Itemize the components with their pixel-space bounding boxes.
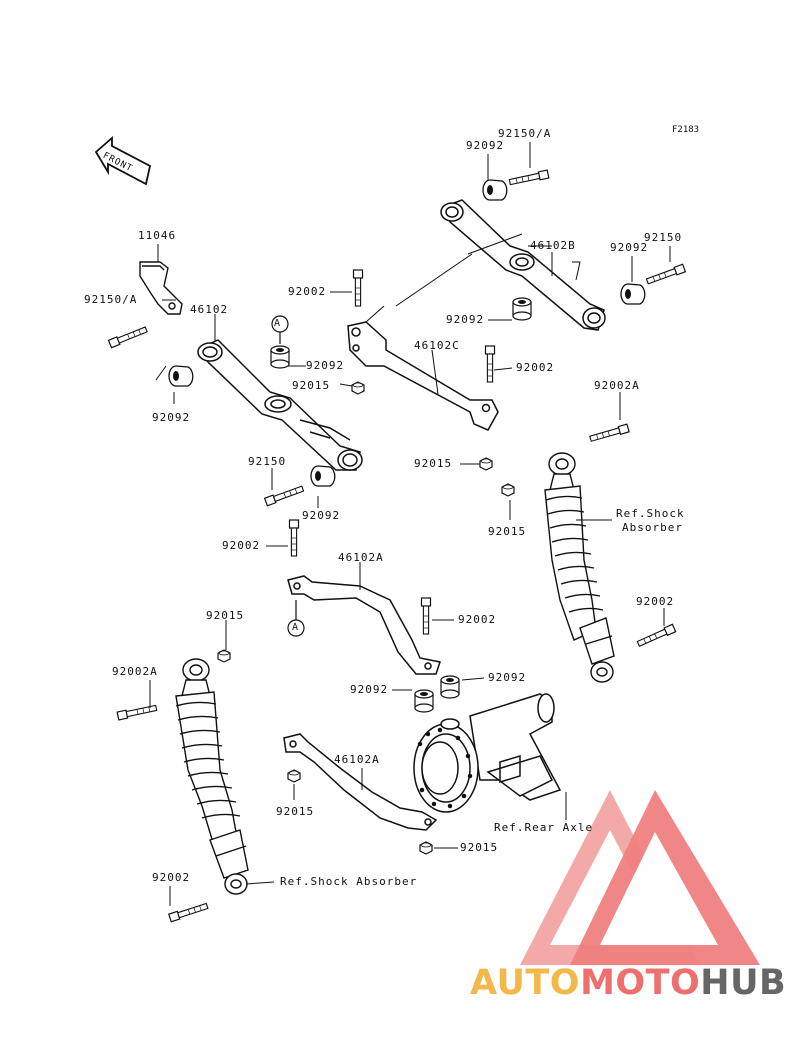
bushing-92092-c4 [440,675,460,699]
part-label-92015-r: 92015 [488,525,527,538]
part-label-92092-lower: 92092 [302,509,341,522]
bolt-92150-right [645,263,686,286]
watermark-logo [520,790,760,965]
ref-shock-absorber-left: Ref.Shock Absorber [280,875,418,888]
part-label-92002a-left: 92002A [112,665,158,678]
part-label-92150a-top: 92150/A [498,127,552,140]
part-label-92002-top: 92002 [288,285,327,298]
nut-92015-l2 [287,769,301,783]
part-label-92092-right: 92092 [610,241,649,254]
callout-a-upper [271,315,289,344]
part-label-92002-mid: 92002 [222,539,261,552]
bolt-92002-top [352,269,364,307]
bolt-92002a-left [116,703,158,721]
nut-92015-r [501,483,515,497]
part-label-11046: 11046 [138,229,177,242]
part-label-92015-c2: 92015 [414,457,453,470]
bolt-92150a-top [508,169,550,187]
bolt-92002a-right [588,423,630,444]
part-label-92092-left: 92092 [152,411,191,424]
swing-arm-46102b [440,199,606,331]
shock-absorber-left [175,658,249,895]
bolt-92002-mid [288,519,300,557]
watermark-part-auto: AUTO [470,963,581,1003]
watermark-part-moto: MOTO [580,963,701,1003]
part-label-92002-r2: 92002 [636,595,675,608]
part-label-46102c: 46102C [414,339,460,352]
part-label-92150a-left: 92150/A [84,293,138,306]
bushing-92092-right [620,283,646,305]
ref-rear-axle: Ref.Rear Axle [494,821,594,834]
bolt-92002-c2 [420,597,432,635]
leader-lines [149,142,671,906]
callout-letter-lower: A [292,622,299,633]
bushing-92092-mid [512,297,532,321]
watermark-part-hub: HUB [700,963,787,1003]
nut-92015-l [217,649,231,663]
ref-shock-absorber-right-line1: Ref.Shock [616,507,685,520]
bushing-92092-c3 [414,689,434,713]
bolt-92150a-left [107,325,149,349]
part-label-46102a-bottom: 46102A [334,753,380,766]
bushing-92092-top [482,179,508,201]
bolt-92002-r2 [636,623,677,649]
nut-92015-c2 [479,457,493,471]
shock-absorber-right [544,452,615,683]
callout-letter-upper: A [274,318,281,329]
part-label-92015-c: 92015 [292,379,331,392]
part-label-46102: 46102 [190,303,229,316]
callout-a-lower [287,600,305,637]
part-label-92150-right: 92150 [644,231,683,244]
bushing-92092-left [168,365,194,387]
part-label-92092-a: 92092 [306,359,345,372]
part-label-92092-top: 92092 [466,139,505,152]
bolt-92150-lower [264,484,305,507]
nut-92015-c [351,381,365,395]
part-label-92092-c3: 92092 [350,683,389,696]
part-label-92002-c2: 92002 [458,613,497,626]
part-label-92150-lower: 92150 [248,455,287,468]
link-46102a-lower [283,733,438,831]
part-label-92092-mid: 92092 [446,313,485,326]
rear-axle-housing [413,693,562,813]
part-label-92092-c4: 92092 [488,671,527,684]
nut-92015-b [419,841,433,855]
part-label-92002a-right: 92002A [594,379,640,392]
bolt-92002-c [484,345,496,383]
part-label-92015-l: 92015 [206,609,245,622]
bushing-92092-lower [310,465,336,487]
ref-shock-absorber-right-line2: Absorber [622,521,683,534]
bushing-92092-a [270,345,290,369]
front-arrow-icon [94,136,152,186]
part-label-46102a-top: 46102A [338,551,384,564]
part-label-92015-b: 92015 [460,841,499,854]
part-label-92002-bl: 92002 [152,871,191,884]
bracket-11046 [139,261,183,315]
bolt-92002-bl [168,901,209,923]
swing-arm-46102 [197,339,363,471]
part-label-92002-c: 92002 [516,361,555,374]
link-46102a-upper [287,575,441,675]
link-bar-46102c [347,305,499,431]
part-label-92015-l2: 92015 [276,805,315,818]
part-label-46102b: 46102B [530,239,576,252]
figure-code: F2183 [672,125,700,135]
watermark-text: AUTOMOTOHUB [470,963,786,1003]
